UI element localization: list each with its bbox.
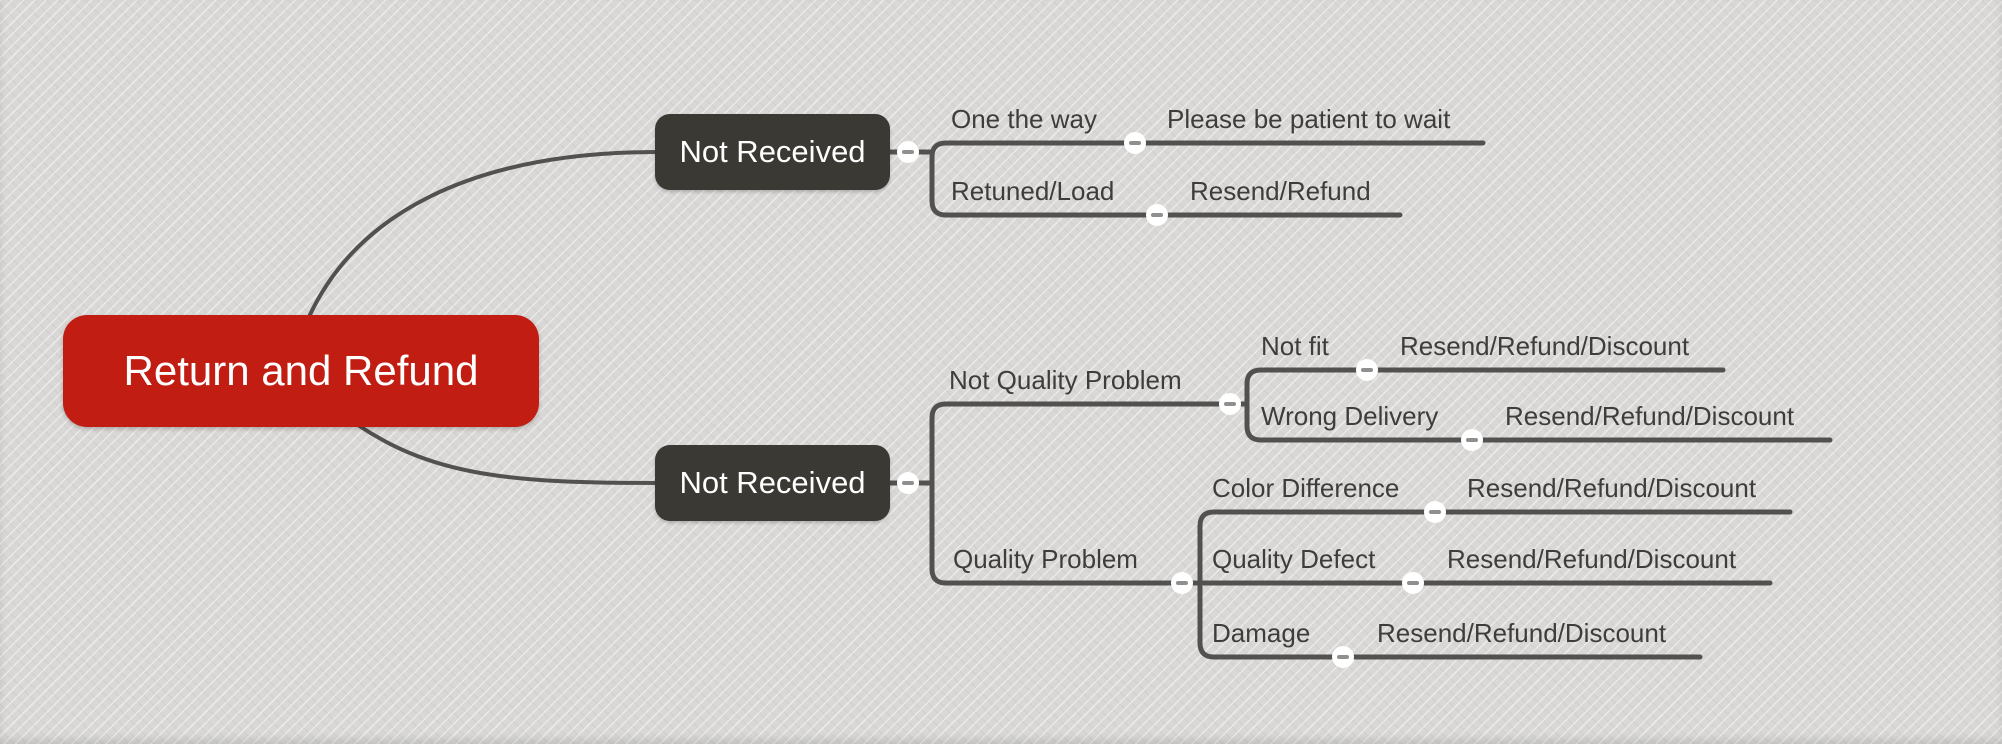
collapse-button-not-received-bottom[interactable] xyxy=(897,472,919,494)
topic-quality-problem[interactable]: Quality Problem xyxy=(953,544,1138,574)
collapse-button-wrong-delivery[interactable] xyxy=(1461,429,1483,451)
minus-icon xyxy=(902,150,914,154)
minus-icon xyxy=(1224,402,1236,406)
minus-icon xyxy=(1429,510,1441,514)
topic-color-difference[interactable]: Color Difference xyxy=(1212,473,1400,503)
root-to-bottom-branch-curve xyxy=(356,423,660,485)
branch-bracket xyxy=(929,401,949,586)
minus-icon xyxy=(1407,581,1419,585)
topic-wrong-delivery[interactable]: Wrong Delivery xyxy=(1261,401,1439,431)
branch-not-received-top[interactable]: Not Received xyxy=(655,114,890,190)
topic-please-be-patient[interactable]: Please be patient to wait xyxy=(1167,104,1451,134)
minus-icon xyxy=(902,481,914,485)
topic-one-the-way[interactable]: One the way xyxy=(951,104,1097,134)
collapse-button-retuned-load[interactable] xyxy=(1146,204,1168,226)
topic-damage[interactable]: Damage xyxy=(1212,618,1311,648)
collapse-button-damage[interactable] xyxy=(1332,646,1354,668)
root-to-top-branch-curve xyxy=(306,150,660,321)
topic-not-quality-problem[interactable]: Not Quality Problem xyxy=(949,365,1182,395)
topic-rrd-quality-defect[interactable]: Resend/Refund/Discount xyxy=(1447,544,1737,574)
root-topic[interactable]: Return and Refund xyxy=(63,315,539,427)
branch-not-received-bottom[interactable]: Not Received xyxy=(655,445,890,521)
branch-bracket xyxy=(929,140,949,218)
topic-rrd-wrong-delivery[interactable]: Resend/Refund/Discount xyxy=(1505,401,1795,431)
collapse-button-quality-problem[interactable] xyxy=(1171,572,1193,594)
minus-icon xyxy=(1151,213,1163,217)
minus-icon xyxy=(1129,141,1141,145)
collapse-button-not-fit[interactable] xyxy=(1356,359,1378,381)
collapse-button-quality-defect[interactable] xyxy=(1402,572,1424,594)
topic-not-fit[interactable]: Not fit xyxy=(1261,331,1329,361)
collapse-button-color-difference[interactable] xyxy=(1424,501,1446,523)
topic-rrd-color-difference[interactable]: Resend/Refund/Discount xyxy=(1467,473,1757,503)
minus-icon xyxy=(1361,368,1373,372)
collapse-button-not-quality-problem[interactable] xyxy=(1219,393,1241,415)
branch-bracket xyxy=(1244,367,1264,443)
minus-icon xyxy=(1337,655,1349,659)
minus-icon xyxy=(1466,438,1478,442)
collapse-button-one-the-way[interactable] xyxy=(1124,132,1146,154)
topic-retuned-load[interactable]: Retuned/Load xyxy=(951,176,1115,206)
collapse-button-not-received-top[interactable] xyxy=(897,141,919,163)
topic-rrd-damage[interactable]: Resend/Refund/Discount xyxy=(1377,618,1667,648)
minus-icon xyxy=(1176,581,1188,585)
topic-rrd-not-fit[interactable]: Resend/Refund/Discount xyxy=(1400,331,1690,361)
topic-resend-refund[interactable]: Resend/Refund xyxy=(1190,176,1371,206)
topic-quality-defect[interactable]: Quality Defect xyxy=(1212,544,1376,574)
